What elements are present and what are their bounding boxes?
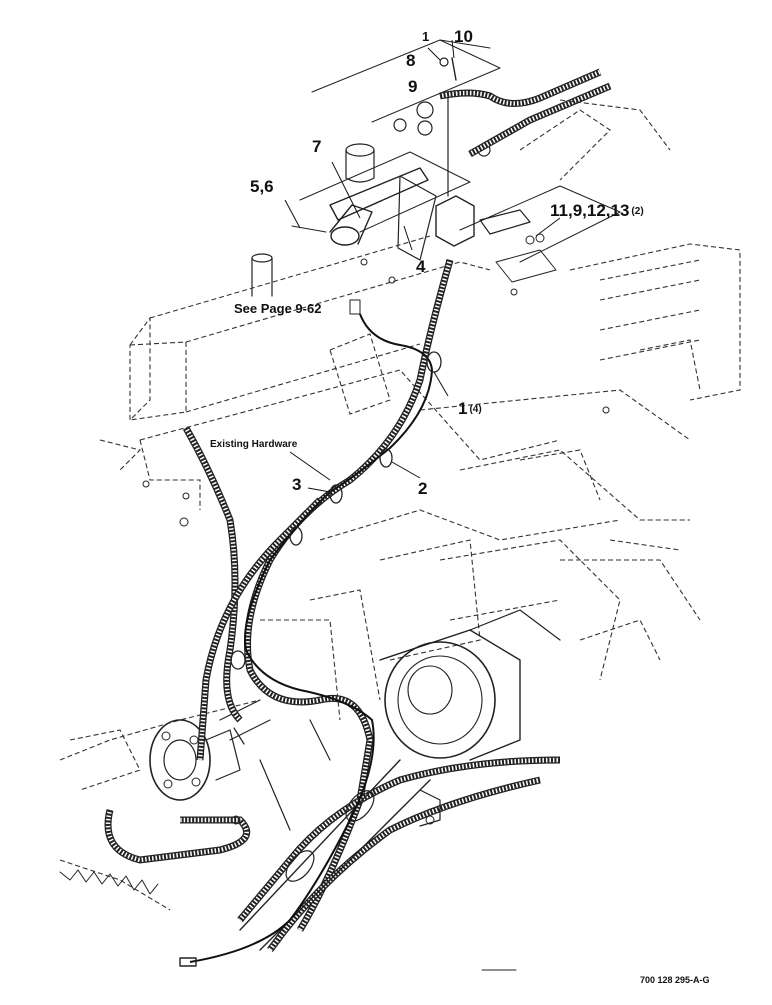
callout-11-text: 11,9,12,13 bbox=[550, 201, 630, 220]
callout-2: 2 bbox=[418, 479, 428, 498]
callout-11-9-12-13: 11,9,12,13(2) bbox=[550, 202, 644, 219]
upper-assembly-planes bbox=[299, 39, 621, 263]
callout-9: 9 bbox=[408, 77, 418, 96]
reference-cylinder bbox=[251, 253, 273, 297]
callout-8: 8 bbox=[406, 51, 416, 70]
see-page-reference: See Page 9-62 bbox=[234, 301, 322, 316]
callout-7: 7 bbox=[312, 137, 322, 156]
upper-hoses bbox=[439, 68, 671, 181]
valve-block bbox=[393, 57, 557, 283]
callout-1-clamp: 1(4) bbox=[458, 400, 482, 417]
callout-10: 10 bbox=[454, 27, 473, 46]
fasteners bbox=[142, 288, 610, 825]
callout-1-clamp-text: 1 bbox=[458, 399, 468, 418]
callout-3: 3 bbox=[292, 475, 302, 494]
leader-lines bbox=[284, 39, 561, 493]
figure-number: 700 128 295-A-G bbox=[640, 975, 710, 985]
callout-4: 4 bbox=[416, 257, 426, 276]
actuator-cylinder bbox=[291, 143, 437, 315]
callout-1-top: 1 bbox=[422, 29, 430, 44]
machine-frame bbox=[59, 235, 741, 791]
existing-hardware-label: Existing Hardware bbox=[210, 439, 298, 450]
wiring-harness bbox=[179, 313, 434, 967]
gearbox bbox=[379, 609, 561, 761]
sprocket-assembly bbox=[149, 699, 291, 831]
drive-chain bbox=[59, 809, 251, 911]
hose-bundle bbox=[182, 259, 561, 953]
callout-5-6: 5,6 bbox=[250, 177, 274, 196]
callout-11-qty: (2) bbox=[631, 205, 644, 217]
callout-1-clamp-qty: (4) bbox=[469, 403, 482, 415]
